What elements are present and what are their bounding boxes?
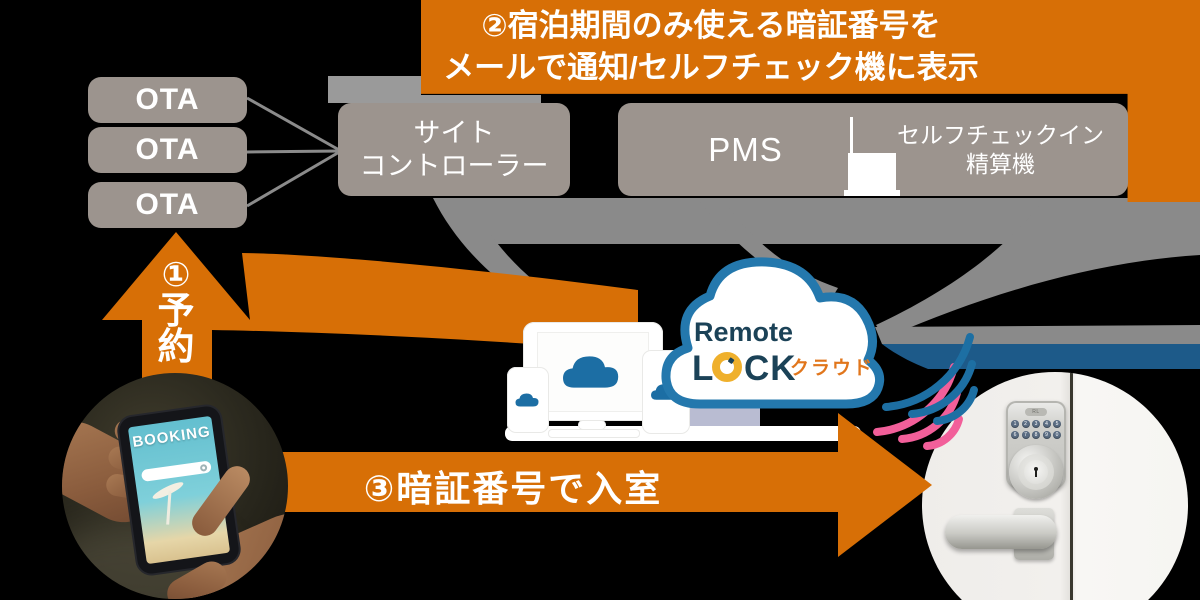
lock-brand-label: RL bbox=[1025, 408, 1047, 416]
key-3: 3 bbox=[1032, 420, 1040, 428]
step1-char1: 予 bbox=[157, 290, 195, 331]
remotelock-lock-ck: CK bbox=[744, 349, 797, 388]
swoosh-checkin-cloud bbox=[876, 198, 1200, 338]
self-checkin-line1: セルフチェックイン bbox=[897, 121, 1104, 148]
booking-app-title: BOOKING bbox=[131, 423, 212, 451]
ota-label-1: OTA bbox=[135, 83, 200, 116]
ota-connector-lines bbox=[246, 96, 342, 208]
key-5: 5 bbox=[1053, 420, 1061, 428]
banner-shadow-left bbox=[328, 76, 421, 103]
key-8: 8 bbox=[1032, 431, 1040, 439]
keypad-row-1: 1 2 3 4 5 bbox=[1011, 420, 1061, 428]
pms-label: PMS bbox=[708, 130, 783, 168]
ota-box-3: OTA bbox=[88, 182, 247, 228]
key-4: 4 bbox=[1042, 420, 1051, 428]
cloud-icon bbox=[563, 356, 619, 388]
key-1: 1 bbox=[1011, 420, 1019, 428]
kiosk-divider-screen bbox=[848, 153, 896, 196]
lock-dial-notch bbox=[728, 357, 735, 364]
self-checkin-line2: 精算機 bbox=[966, 150, 1035, 177]
site-controller-line2: コントローラー bbox=[359, 150, 549, 181]
step2-line2: メールで通知/セルフチェック機に表示 bbox=[443, 50, 979, 85]
gray-strip-right bbox=[875, 325, 1200, 344]
self-checkin-box: セルフチェックイン 精算機 bbox=[873, 103, 1128, 196]
deadbolt-dial bbox=[1009, 445, 1063, 499]
key-9: 9 bbox=[1042, 431, 1051, 439]
step1-number: ① bbox=[161, 256, 191, 294]
search-bar[interactable] bbox=[140, 460, 212, 482]
monitor-screen bbox=[537, 332, 649, 412]
key-2: 2 bbox=[1021, 420, 1030, 428]
kiosk-divider-base bbox=[844, 190, 900, 196]
banner-shadow-bottom bbox=[421, 95, 541, 103]
pms-box: PMS bbox=[618, 103, 873, 196]
step1-label: ① 予 約 bbox=[152, 256, 200, 365]
ota-box-2: OTA bbox=[88, 127, 247, 173]
cloud-icon bbox=[515, 393, 539, 407]
ota-label-2: OTA bbox=[135, 133, 200, 166]
step1-char2: 約 bbox=[157, 326, 195, 367]
remotelock-lock-l: L bbox=[692, 349, 713, 388]
door-edge-line bbox=[1070, 372, 1073, 600]
ota-label-3: OTA bbox=[135, 188, 200, 221]
step2-line1: ②宿泊期間のみ使える暗証番号を bbox=[481, 8, 941, 43]
step3-arrow-shaft bbox=[260, 452, 838, 512]
keyhole-icon bbox=[1034, 467, 1038, 471]
phone-booking-photo: BOOKING bbox=[62, 373, 288, 599]
kiosk-divider-line bbox=[850, 117, 853, 153]
remotelock-suffix: クラウド bbox=[790, 357, 874, 379]
key-7: 7 bbox=[1021, 431, 1030, 439]
keypad-row-2: 6 7 8 9 0 bbox=[1011, 431, 1061, 439]
step1-arrow bbox=[102, 232, 638, 396]
monitor-stand bbox=[578, 420, 606, 430]
monitor-base bbox=[548, 429, 640, 438]
swoosh-sitecontroller-cloud bbox=[433, 198, 640, 345]
wifi-arcs-blue bbox=[882, 333, 978, 425]
search-icon bbox=[199, 463, 208, 472]
key-6: 6 bbox=[1011, 431, 1019, 439]
keyhole-slot bbox=[1035, 470, 1037, 477]
phone-device bbox=[507, 367, 549, 433]
gray-band bbox=[433, 198, 1200, 244]
key-0: 0 bbox=[1053, 431, 1061, 439]
keypad-lock: RL 1 2 3 4 5 6 7 8 9 0 bbox=[1006, 401, 1066, 499]
door-handle bbox=[945, 515, 1057, 549]
remotelock-brand-top: Remote bbox=[694, 317, 793, 347]
step3-label: ③暗証番号で入室 bbox=[363, 468, 663, 509]
pms-checkin-slab: PMS セルフチェックイン 精算機 bbox=[618, 103, 1128, 196]
ota-box-1: OTA bbox=[88, 77, 247, 123]
site-controller-line1: サイト bbox=[413, 117, 495, 148]
parasol-pole bbox=[166, 490, 172, 525]
site-controller-box: サイト コントローラー bbox=[338, 103, 570, 196]
